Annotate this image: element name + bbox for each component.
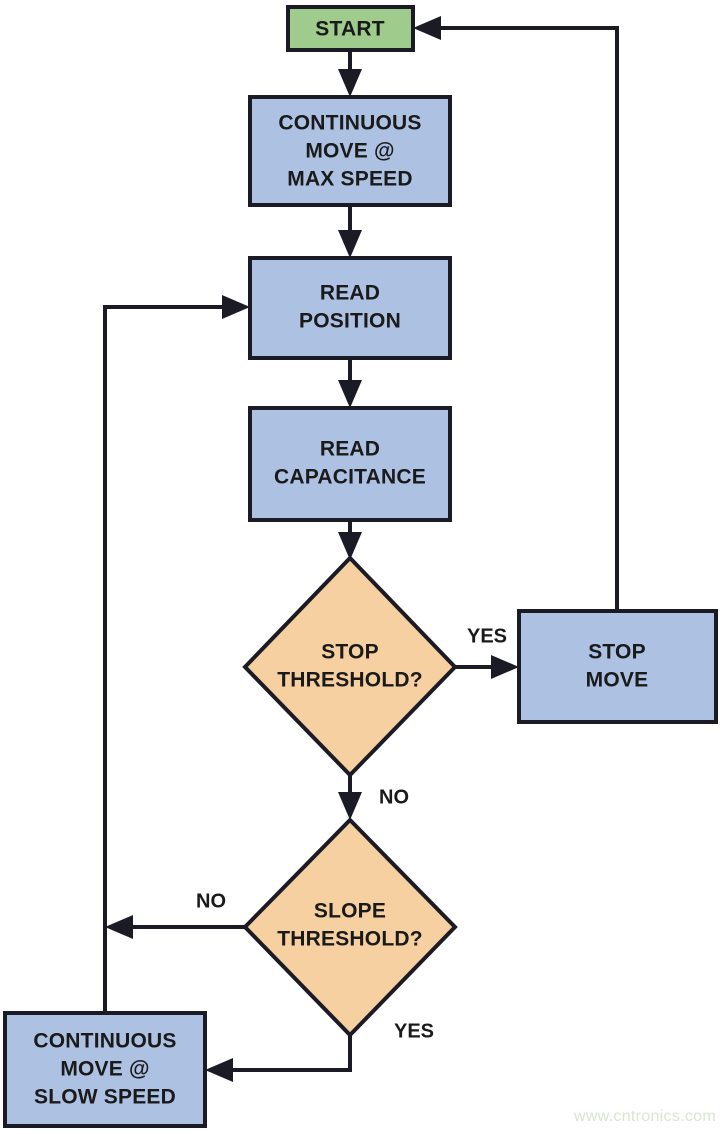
- site-watermark: www.cntronics.com: [573, 1108, 716, 1125]
- read-position-shape: [248, 256, 452, 360]
- read-capacitance-label-line2: CAPACITANCE: [274, 466, 426, 489]
- continuous-move-slow-label-line2: MOVE @: [60, 1058, 149, 1081]
- connector-start-to-continuous-max: [338, 50, 362, 97]
- node-continuous-move-max[interactable]: CONTINUOUS MOVE @ MAX SPEED: [248, 95, 452, 207]
- connector-stop-move-to-start: [413, 16, 619, 611]
- node-read-capacitance[interactable]: READ CAPACITANCE: [248, 406, 452, 522]
- slope-threshold-label-line1: SLOPE: [314, 900, 386, 923]
- slope-threshold-label-line2: THRESHOLD?: [277, 928, 423, 951]
- stop-move-shape: [517, 609, 718, 724]
- node-slope-threshold[interactable]: SLOPE THRESHOLD?: [242, 817, 458, 1038]
- connector-continuous-max-to-read-position: [338, 205, 362, 258]
- edge-label-slope-threshold-no: NO: [196, 890, 226, 912]
- stop-threshold-label-line1: STOP: [321, 641, 379, 664]
- connector-slope-threshold-yes-to-continuous-slow: [205, 1035, 352, 1082]
- continuous-move-max-label-line3: MAX SPEED: [287, 168, 413, 191]
- connector-stop-threshold-no-to-slope-threshold: [338, 775, 362, 820]
- node-stop-threshold[interactable]: STOP THRESHOLD?: [242, 555, 458, 778]
- start-shape: [286, 5, 415, 52]
- connector-read-position-to-read-capacitance: [338, 358, 362, 408]
- edge-label-stop-threshold-no: NO: [379, 786, 409, 808]
- node-stop-move[interactable]: STOP MOVE: [517, 609, 718, 724]
- read-capacitance-label-line1: READ: [320, 438, 380, 461]
- continuous-move-slow-label-line1: CONTINUOUS: [33, 1030, 176, 1053]
- connector-read-capacitance-to-stop-threshold: [338, 520, 362, 560]
- read-position-label-line2: POSITION: [299, 310, 401, 333]
- continuous-move-max-label-line1: CONTINUOUS: [278, 112, 421, 135]
- edge-label-stop-threshold-yes: YES: [467, 625, 507, 647]
- node-read-position[interactable]: READ POSITION: [248, 256, 452, 360]
- stop-threshold-label-line2: THRESHOLD?: [277, 669, 423, 692]
- slope-threshold-shape: [242, 817, 458, 1038]
- continuous-move-max-shape: [248, 95, 452, 207]
- node-start[interactable]: START: [286, 5, 415, 52]
- read-position-label-line1: READ: [320, 282, 380, 305]
- stop-move-label-line2: MOVE: [586, 669, 649, 692]
- edge-label-slope-threshold-yes: YES: [394, 1020, 434, 1042]
- continuous-move-slow-shape: [3, 1011, 207, 1128]
- start-label: START: [315, 18, 384, 41]
- continuous-move-slow-label-line3: SLOW SPEED: [34, 1086, 176, 1109]
- continuous-move-max-label-line2: MOVE @: [305, 140, 394, 163]
- connector-stop-threshold-yes-to-stop-move: [455, 655, 519, 679]
- stop-move-label-line1: STOP: [588, 641, 646, 664]
- connector-slope-threshold-no-to-read-position: [103, 295, 250, 939]
- stop-threshold-shape: [242, 555, 458, 778]
- read-capacitance-shape: [248, 406, 452, 522]
- node-continuous-move-slow[interactable]: CONTINUOUS MOVE @ SLOW SPEED: [3, 1011, 207, 1128]
